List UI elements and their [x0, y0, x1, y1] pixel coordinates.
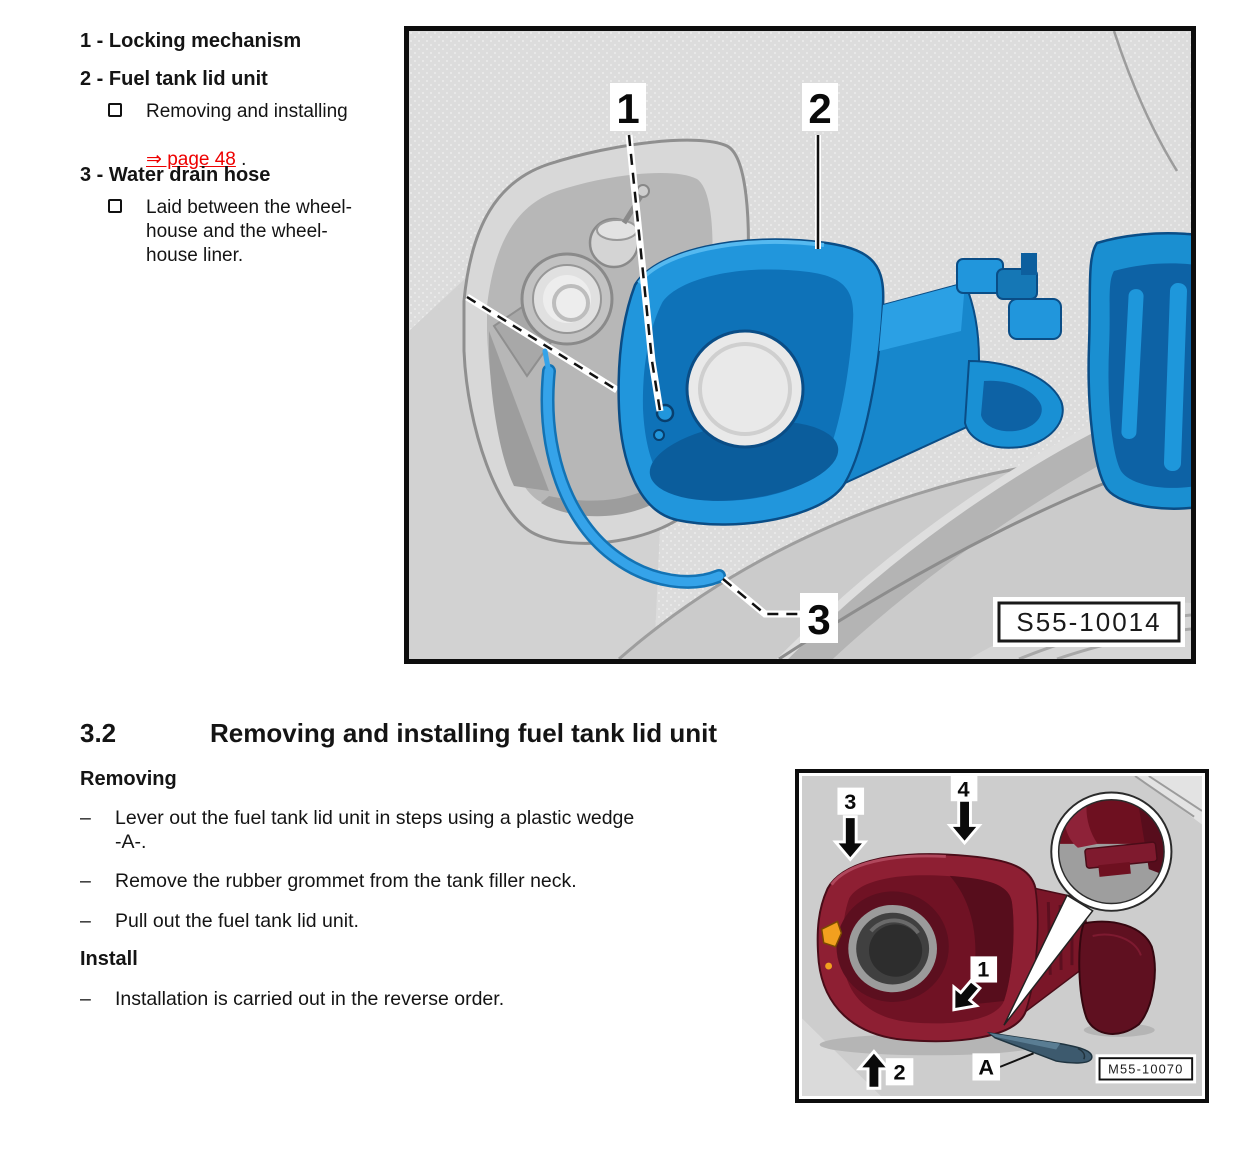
fuel-tank-lid-flap — [1087, 232, 1191, 510]
arrow-down-right-1-icon — [952, 978, 983, 1012]
water-drain-hose — [540, 348, 726, 589]
lid-flap-red — [1078, 920, 1156, 1035]
plastic-wedge — [986, 1031, 1093, 1064]
step-dash: – — [80, 870, 91, 892]
body-seam-line — [1112, 31, 1179, 172]
section-heading: 3.2 Removing and installing fuel tank li… — [80, 718, 717, 748]
callout-box-1 — [610, 83, 646, 131]
hinge-knuckle-3 — [1008, 298, 1062, 340]
callout-box-3 — [837, 787, 865, 815]
figure-id-label: S55-10014 — [1016, 607, 1161, 637]
page-48-link[interactable]: ⇒ page 48 — [146, 149, 236, 170]
leader-line-1 — [625, 134, 664, 412]
removing-subheading: Removing — [80, 768, 177, 790]
callout-label-4: 4 — [958, 778, 970, 802]
checkbox-icon — [108, 199, 122, 213]
arrow-down-4-icon — [946, 798, 983, 846]
section-title: Removing and installing fuel tank lid un… — [210, 718, 718, 748]
figure-id-label: M55-10070 — [1108, 1063, 1183, 1077]
bullet-text: Removing and installing — [146, 101, 348, 122]
callout-label-2: 2 — [808, 85, 831, 132]
step-dash: – — [80, 910, 91, 932]
arrow-up-2-icon — [855, 1049, 892, 1090]
recess-shadow-left — [488, 331, 549, 491]
step-text: Installation is carried out in the rever… — [115, 988, 505, 1010]
install-step-1: – Installation is carried out in the rev… — [80, 987, 770, 1011]
callout-label-1: 1 — [616, 85, 639, 132]
callout-box-2 — [885, 1058, 914, 1086]
leader-line-a — [999, 1052, 1034, 1068]
bg-body-corner — [1136, 776, 1202, 825]
callout-box-1 — [970, 956, 998, 983]
part-item-3-label: 3 - Water drain hose — [80, 164, 271, 186]
breather-connector — [636, 184, 650, 198]
removing-step-3: – Pull out the fuel tank lid unit. — [80, 909, 770, 933]
part-item-3-bullet-text: Laid between the wheel- house and the wh… — [146, 197, 352, 266]
dashed-pointer-line — [465, 294, 619, 393]
part-item-2-label: 2 - Fuel tank lid unit — [80, 68, 268, 90]
leader-line-3 — [720, 576, 800, 618]
step-text: Lever out the fuel tank lid unit in step… — [115, 807, 635, 853]
section-number: 3.2 — [80, 718, 117, 748]
figure-wedge-removal: 3 4 1 2 A M55-10070 — [795, 769, 1209, 1103]
callout-label-1: 1 — [977, 958, 989, 982]
callout-label-3: 3 — [844, 790, 856, 814]
callout-box-4 — [950, 776, 978, 802]
bg-seam-2 — [1148, 775, 1203, 812]
figure-bottom-illustration: 3 4 1 2 A M55-10070 — [802, 775, 1203, 1096]
callout-box-2 — [802, 83, 838, 131]
install-subheading: Install — [80, 948, 138, 970]
breather-cap-top — [596, 219, 638, 241]
figure-id-box: M55-10070 — [1095, 1054, 1197, 1084]
filler-neck-bore-shadow — [552, 284, 590, 322]
callout-label-2: 2 — [894, 1061, 906, 1085]
orange-dot — [825, 962, 833, 970]
bg-light-corner — [802, 1018, 881, 1096]
filler-hole — [685, 329, 805, 449]
checkbox-icon — [108, 103, 122, 117]
figure-fuel-tank-lid-overview: 1 2 3 S55-10014 — [404, 26, 1196, 664]
unit-shadow — [819, 1033, 1041, 1056]
callout-box-a — [972, 1053, 1001, 1081]
figure-id-box: S55-10014 — [993, 597, 1185, 647]
bg-seam-1 — [1134, 775, 1195, 818]
magnifier-detail — [1050, 791, 1173, 912]
removing-step-2: – Remove the rubber grommet from the tan… — [80, 869, 770, 893]
bullet-suffix: . — [235, 149, 247, 170]
callout-label-3: 3 — [807, 596, 830, 643]
part-item-1-label: 1 - Locking mechanism — [80, 30, 302, 52]
callout-box-3 — [800, 593, 838, 643]
part-item-3-bullet: Laid between the wheel- house and the wh… — [108, 196, 408, 268]
part-item-2-bullet-text: Removing and installing ⇒ page 48 . — [146, 100, 348, 172]
figure-top-illustration: 1 2 3 S55-10014 — [409, 31, 1191, 659]
removing-step-1: – Lever out the fuel tank lid unit in st… — [80, 806, 770, 854]
orange-clip — [820, 920, 843, 948]
step-text: Pull out the fuel tank lid unit. — [115, 910, 359, 932]
callout-label-a: A — [978, 1056, 994, 1080]
step-dash: – — [80, 988, 91, 1010]
step-text: Remove the rubber grommet from the tank … — [115, 870, 577, 892]
part-item-2-bullet: Removing and installing ⇒ page 48 . — [108, 100, 408, 172]
arrow-down-3-icon — [832, 815, 869, 862]
step-dash: – — [80, 807, 91, 829]
fuel-tank-lid-housing — [617, 238, 1064, 526]
